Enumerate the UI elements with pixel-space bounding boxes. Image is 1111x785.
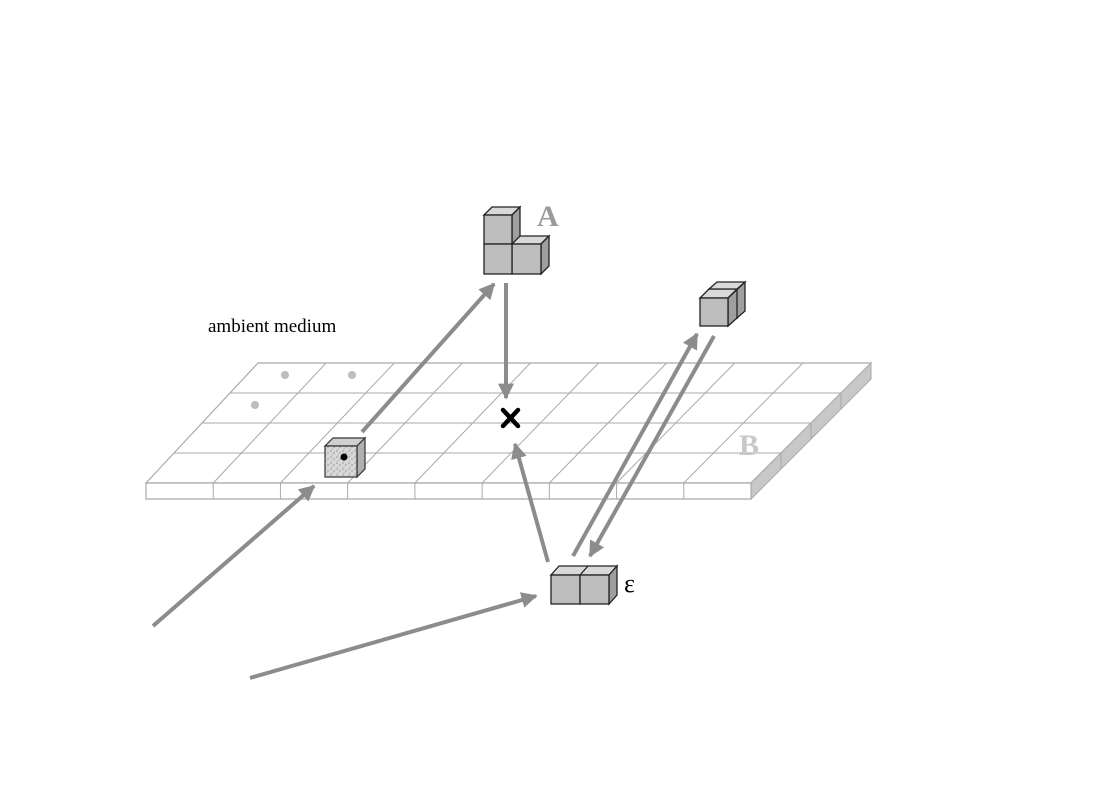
vacancy-dot bbox=[281, 371, 289, 379]
arrow-cube-to-epsilon bbox=[588, 335, 716, 558]
arrow-incoming-to-cell bbox=[151, 484, 316, 628]
plate-front-face bbox=[145, 482, 752, 500]
cluster-a bbox=[482, 205, 551, 276]
speckled-cube bbox=[323, 436, 367, 479]
vacancy-dot bbox=[348, 371, 356, 379]
cluster-epsilon bbox=[549, 564, 619, 606]
label-b: B bbox=[739, 429, 759, 462]
small-cluster bbox=[698, 280, 747, 328]
label-ambient-medium: ambient medium bbox=[208, 316, 336, 337]
lattice-plate bbox=[144, 361, 873, 501]
vacancy-dot bbox=[251, 401, 259, 409]
arrows bbox=[151, 282, 716, 680]
plate-grid-lines bbox=[174, 362, 842, 499]
label-epsilon: ε bbox=[624, 569, 635, 598]
arrow-epsilon-to-x bbox=[511, 442, 550, 563]
arrow-epsilon-to-cube bbox=[571, 332, 699, 557]
label-a: A bbox=[537, 200, 559, 233]
cell-center-dot bbox=[340, 453, 348, 461]
cross-mark bbox=[500, 407, 521, 429]
arrow-incoming-to-epsilon bbox=[249, 592, 538, 680]
vacancy-dots bbox=[251, 371, 356, 409]
arrow-cell-to-a bbox=[360, 282, 496, 434]
